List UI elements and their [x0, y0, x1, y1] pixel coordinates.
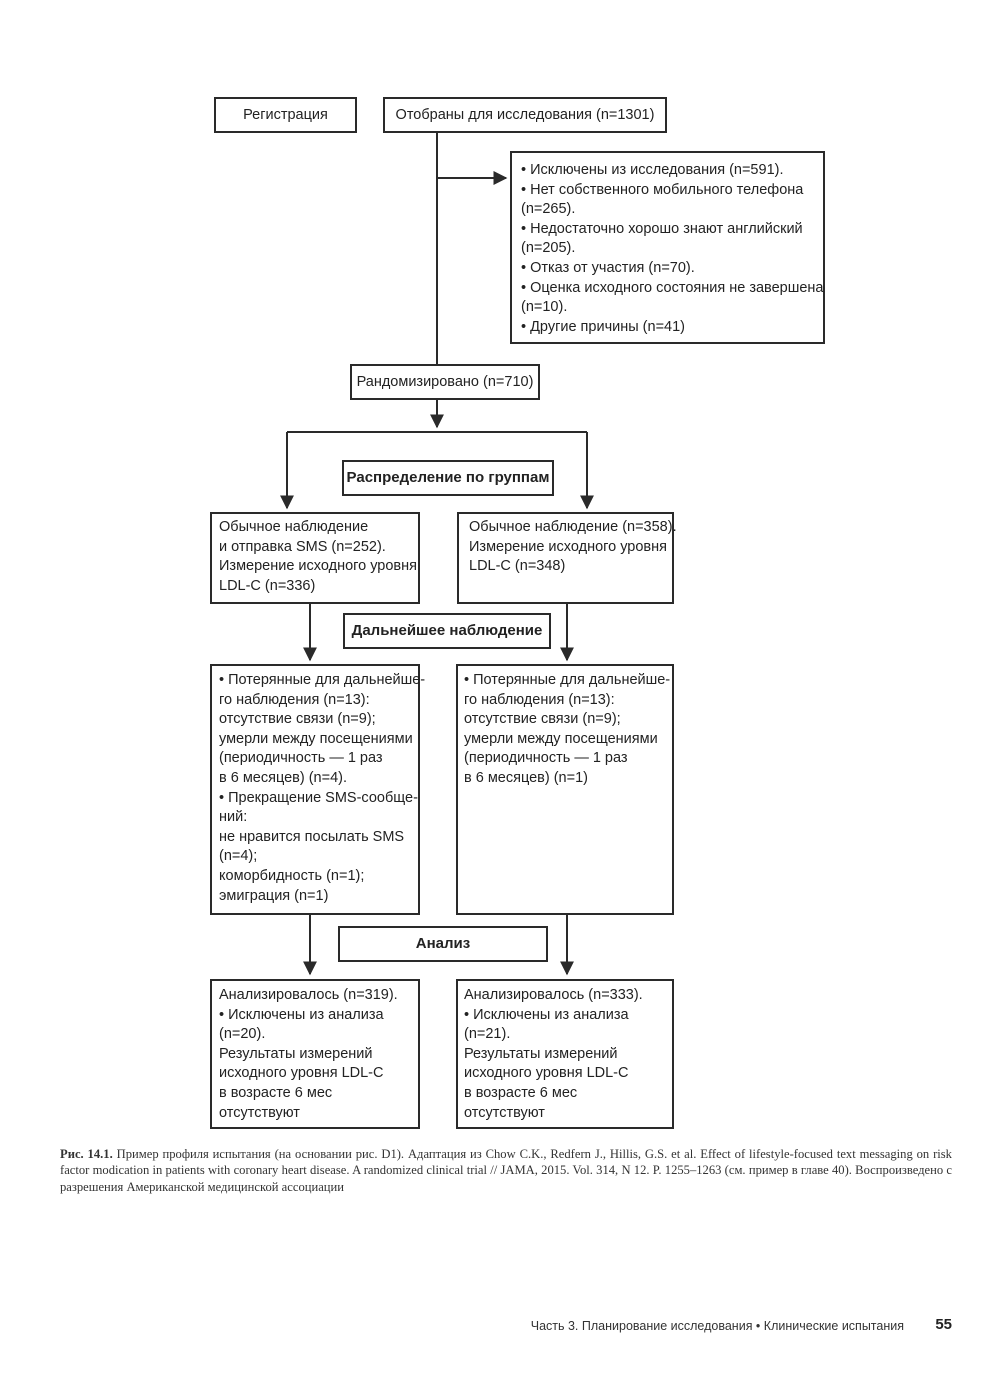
running-footer: Часть 3. Планирование исследования • Кли… [530, 1319, 904, 1333]
selected-box: Отобраны для исследования (n=1301) [383, 97, 667, 133]
left-group-line: Обычное наблюдение [219, 519, 369, 535]
right-analysis-line: • Исключены из анализа [464, 1006, 629, 1023]
right-group-line: LDL-C (n=348) [469, 558, 566, 575]
figure-caption-label: Рис. 14.1. [60, 1147, 113, 1161]
right-analysis-box: Анализировалось (n=333). • Исключены из … [456, 979, 674, 1129]
left-followup-line: отсутствие связи (n=9); [219, 711, 376, 728]
left-followup-line: • Потерянные для дальнейше- [219, 672, 426, 688]
page-number: 55 [935, 1316, 952, 1333]
followup-heading: Дальнейшее наблюдение [343, 613, 551, 649]
left-analysis-line: исходного уровня LDL-C [219, 1065, 384, 1082]
left-followup-box: • Потерянные для дальнейше- го наблюдени… [210, 664, 426, 915]
right-group-line: Обычное наблюдение (n=358). [469, 519, 677, 535]
left-analysis-line: отсутствуют [219, 1104, 300, 1121]
selected-label: Отобраны для исследования (n=1301) [395, 107, 655, 123]
right-followup-line: • Потерянные для дальнейше- [464, 672, 671, 688]
left-followup-line: го наблюдения (n=13): [219, 691, 370, 708]
left-followup-line: (периодичность — 1 раз [219, 750, 383, 767]
right-group-line: Измерение исходного уровня [469, 538, 667, 555]
excluded-line: (n=10). [521, 299, 568, 316]
right-analysis-line: Анализировалось (n=333). [464, 987, 643, 1003]
excluded-line: (n=205). [521, 240, 576, 257]
analysis-heading: Анализ [338, 926, 548, 962]
left-group-box: Обычное наблюдение и отправка SMS (n=252… [210, 512, 420, 604]
allocation-heading-label: Распределение по группам [346, 469, 550, 486]
left-followup-line: эмиграция (n=1) [219, 887, 329, 904]
left-followup-line: коморбидность (n=1); [219, 867, 365, 884]
left-group-line: LDL-C (n=336) [219, 577, 316, 594]
left-followup-line: умерли между посещениями [219, 730, 413, 747]
right-analysis-line: исходного уровня LDL-C [464, 1065, 629, 1082]
right-group-box: Обычное наблюдение (n=358). Измерение ис… [457, 512, 677, 604]
left-followup-line: не нравится посылать SMS [219, 828, 405, 845]
figure-caption-text: Пример профиля испытания (на основании р… [60, 1147, 952, 1194]
excluded-line: (n=265). [521, 201, 576, 218]
followup-heading-label: Дальнейшее наблюдение [351, 622, 543, 639]
excluded-line: • Недостаточно хорошо знают английский [521, 220, 803, 237]
right-followup-box: • Потерянные для дальнейше- го наблюдени… [456, 664, 674, 915]
right-followup-line: в 6 месяцев) (n=1) [464, 769, 588, 786]
randomized-box: Рандомизировано (n=710) [350, 364, 540, 400]
left-analysis-line: Результаты измерений [219, 1045, 373, 1062]
left-analysis-line: • Исключены из анализа [219, 1006, 384, 1023]
allocation-heading: Распределение по группам [342, 460, 554, 496]
randomized-label: Рандомизировано (n=710) [356, 374, 534, 390]
left-followup-line: в 6 месяцев) (n=4). [219, 769, 348, 786]
excluded-line: • Оценка исходного состояния не завершен… [521, 279, 824, 296]
right-analysis-line: в возрасте 6 мес [464, 1084, 578, 1101]
left-followup-line: (n=4); [219, 848, 258, 865]
right-followup-line: умерли между посещениями [464, 730, 658, 747]
left-group-line: Измерение исходного уровня [219, 558, 417, 575]
excluded-box: • Исключены из исследования (n=591). • Н… [510, 151, 825, 344]
right-followup-line: го наблюдения (n=13): [464, 691, 615, 708]
left-analysis-line: (n=20). [219, 1026, 266, 1043]
figure-caption: Рис. 14.1. Пример профиля испытания (на … [60, 1146, 952, 1195]
excluded-line: • Другие причины (n=41) [521, 318, 686, 335]
left-group-line: и отправка SMS (n=252). [219, 538, 386, 555]
right-analysis-line: Результаты измерений [464, 1045, 618, 1062]
right-followup-line: отсутствие связи (n=9); [464, 711, 621, 728]
left-followup-line: • Прекращение SMS-сообще- [219, 789, 418, 806]
left-analysis-box: Анализировалось (n=319). • Исключены из … [210, 979, 420, 1129]
registration-label: Регистрация [243, 107, 328, 123]
left-analysis-line: в возрасте 6 мес [219, 1084, 333, 1101]
excluded-line: • Отказ от участия (n=70). [521, 259, 695, 276]
left-analysis-line: Анализировалось (n=319). [219, 987, 398, 1003]
excluded-line: • Нет собственного мобильного телефона [521, 181, 804, 198]
analysis-heading-label: Анализ [415, 935, 471, 952]
right-analysis-line: (n=21). [464, 1026, 511, 1043]
left-followup-line: ний: [219, 809, 248, 826]
right-analysis-line: отсутствуют [464, 1104, 545, 1121]
right-followup-line: (периодичность — 1 раз [464, 750, 628, 767]
excluded-line: • Исключены из исследования (n=591). [521, 162, 784, 178]
registration-box: Регистрация [214, 97, 357, 133]
